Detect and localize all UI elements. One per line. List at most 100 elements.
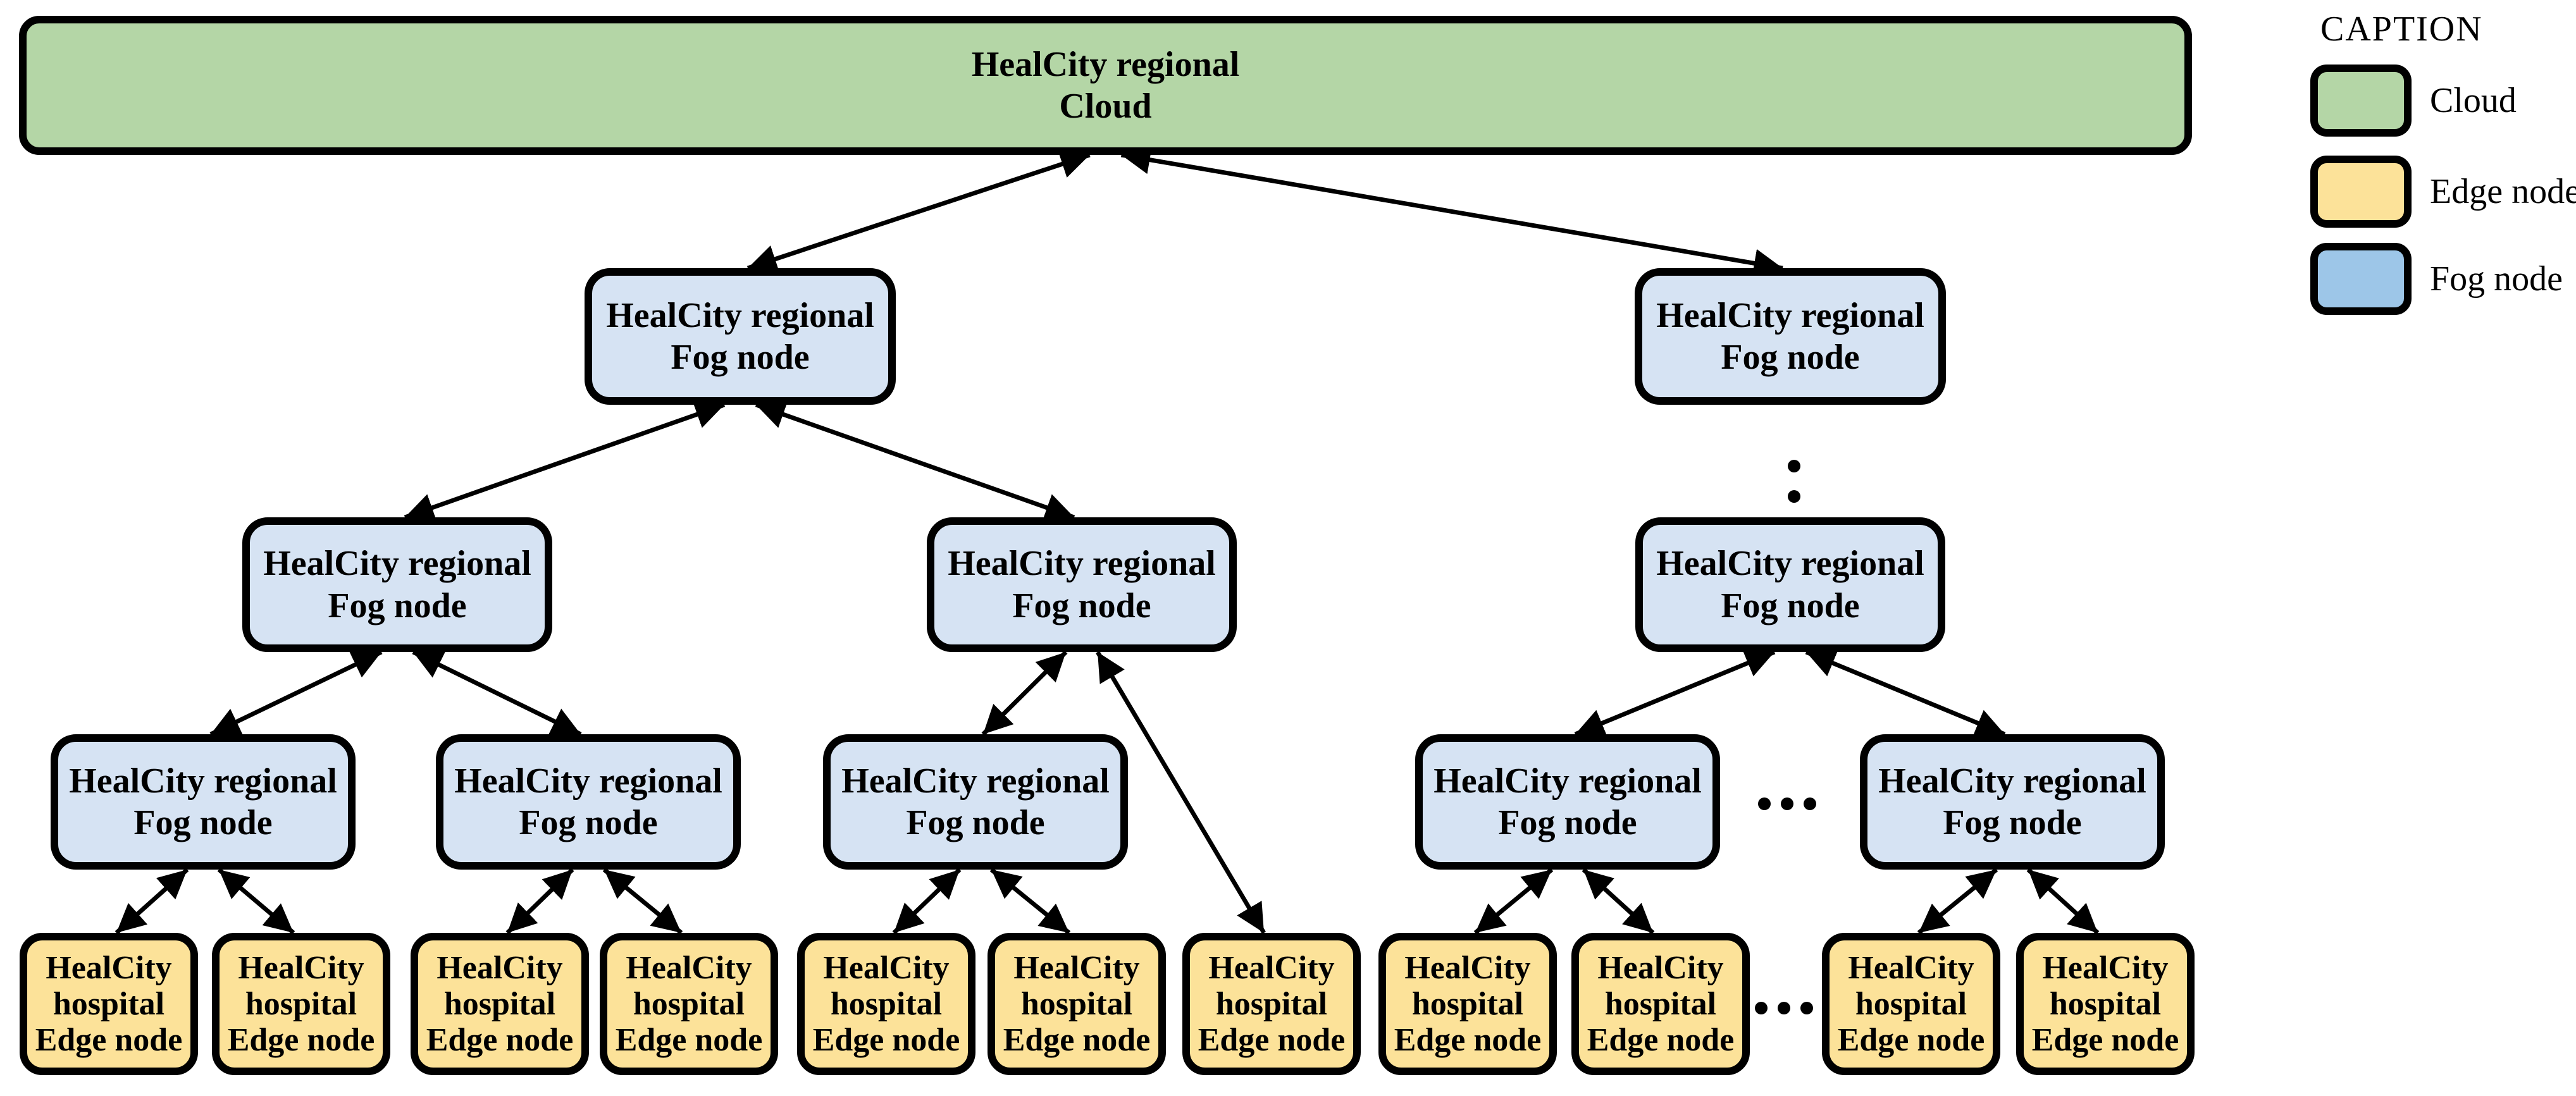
connection-cloud--fog-2-2 bbox=[1120, 145, 1783, 278]
vertical-ellipsis-dot bbox=[1788, 460, 1800, 472]
connection-fog-3-3--fog-4-5 bbox=[1805, 650, 2006, 737]
node-label-line: Fog node bbox=[328, 586, 467, 625]
node-label-line: Fog node bbox=[1012, 586, 1151, 625]
connection-fog-3-1--fog-4-2 bbox=[412, 650, 582, 737]
node-label-line: HealCity bbox=[437, 949, 563, 986]
node-label-line: Edge node bbox=[1837, 1022, 1985, 1059]
connection-fog-2-1--fog-3-2 bbox=[755, 400, 1075, 522]
node-label-line: HealCity regional bbox=[971, 44, 1240, 84]
connection-fog-4-3--edge-5 bbox=[892, 868, 962, 935]
node-label-line: Edge node bbox=[1587, 1022, 1735, 1059]
node-label-line: Cloud bbox=[1059, 87, 1152, 126]
connection-fog-4-1--edge-1 bbox=[115, 868, 189, 935]
connections-group bbox=[115, 145, 2100, 935]
node-label-line: HealCity bbox=[1404, 949, 1531, 986]
connection-fog-4-2--edge-4 bbox=[602, 868, 683, 935]
connection-fog-3-1--fog-4-1 bbox=[209, 650, 383, 737]
node-label-line: HealCity regional bbox=[263, 544, 531, 584]
node-label-line: HealCity regional bbox=[1656, 544, 1924, 584]
legend-title: CAPTION bbox=[2320, 9, 2483, 49]
node-label-line: Edge node bbox=[1394, 1022, 1542, 1059]
node-label-line: HealCity bbox=[1013, 949, 1140, 986]
node-label-line: hospital bbox=[1215, 985, 1328, 1022]
horizontal-ellipsis-dot bbox=[1781, 797, 1793, 810]
legend-label-cloud: Cloud bbox=[2430, 81, 2517, 120]
node-label-line: Edge node bbox=[1003, 1022, 1151, 1059]
node-label-line: hospital bbox=[2049, 985, 2162, 1022]
node-label-line: HealCity bbox=[823, 949, 950, 986]
node-label-line: hospital bbox=[633, 985, 745, 1022]
node-label-line: Edge node bbox=[615, 1022, 763, 1059]
node-label-line: Edge node bbox=[2031, 1022, 2179, 1059]
node-label-line: HealCity regional bbox=[1434, 761, 1702, 801]
node-label-line: HealCity bbox=[1597, 949, 1724, 986]
node-label-line: hospital bbox=[830, 985, 943, 1022]
node-label-line: Fog node bbox=[1498, 803, 1637, 842]
connection-cloud--fog-2-1 bbox=[746, 150, 1091, 273]
node-label-line: hospital bbox=[245, 985, 357, 1022]
node-label-line: Edge node bbox=[1198, 1022, 1346, 1059]
legend-swatch-fog-node bbox=[2310, 243, 2412, 315]
horizontal-ellipsis-dot bbox=[1778, 1002, 1790, 1014]
node-label-line: hospital bbox=[1604, 985, 1717, 1022]
node-label-line: Fog node bbox=[133, 803, 273, 842]
node-label-line: HealCity regional bbox=[1878, 761, 2146, 801]
connection-fog-3-3--fog-4-4 bbox=[1574, 650, 1776, 737]
node-label-line: hospital bbox=[443, 985, 556, 1022]
connection-fog-4-3--edge-6 bbox=[989, 868, 1071, 935]
connection-fog-3-2--fog-4-3 bbox=[981, 650, 1068, 736]
node-label-line: HealCity bbox=[46, 949, 172, 986]
node-label-line: hospital bbox=[53, 985, 165, 1022]
legend-label-fog-node: Fog node bbox=[2430, 259, 2563, 299]
node-label-line: Edge node bbox=[35, 1022, 183, 1059]
node-label-line: HealCity bbox=[238, 949, 364, 986]
connection-fog-4-4--edge-8 bbox=[1473, 868, 1554, 935]
node-label-line: Fog node bbox=[1721, 338, 1860, 377]
node-label-line: HealCity regional bbox=[454, 761, 722, 801]
connection-fog-4-1--edge-2 bbox=[217, 868, 295, 935]
horizontal-ellipsis-dot bbox=[1755, 1002, 1768, 1014]
node-label-line: HealCity regional bbox=[606, 295, 874, 335]
node-label-line: HealCity bbox=[2042, 949, 2169, 986]
connection-fog-4-5--edge-11 bbox=[2026, 868, 2100, 935]
legend-swatch-edge-node bbox=[2310, 156, 2412, 228]
node-label-line: HealCity bbox=[1848, 949, 1974, 986]
node-label-line: hospital bbox=[1411, 985, 1524, 1022]
connection-fog-4-4--edge-9 bbox=[1582, 868, 1655, 935]
node-label-line: HealCity regional bbox=[69, 761, 337, 801]
node-label-line: hospital bbox=[1855, 985, 1967, 1022]
node-label-line: HealCity bbox=[1208, 949, 1335, 986]
node-label-line: HealCity regional bbox=[948, 544, 1216, 584]
horizontal-ellipsis-dot bbox=[1804, 797, 1816, 810]
node-label-line: Fog node bbox=[906, 803, 1045, 842]
node-label-line: hospital bbox=[1020, 985, 1133, 1022]
horizontal-ellipsis-dot bbox=[1758, 797, 1771, 810]
vertical-ellipsis-dot bbox=[1788, 490, 1800, 503]
node-label-line: Fog node bbox=[1943, 803, 2082, 842]
node-label-line: Fog node bbox=[671, 338, 810, 377]
connection-fog-3-2--edge-7 bbox=[1095, 651, 1266, 934]
node-label-line: HealCity regional bbox=[1656, 295, 1924, 335]
legend: CAPTION Cloud Edge node Fog node bbox=[2310, 0, 2576, 354]
